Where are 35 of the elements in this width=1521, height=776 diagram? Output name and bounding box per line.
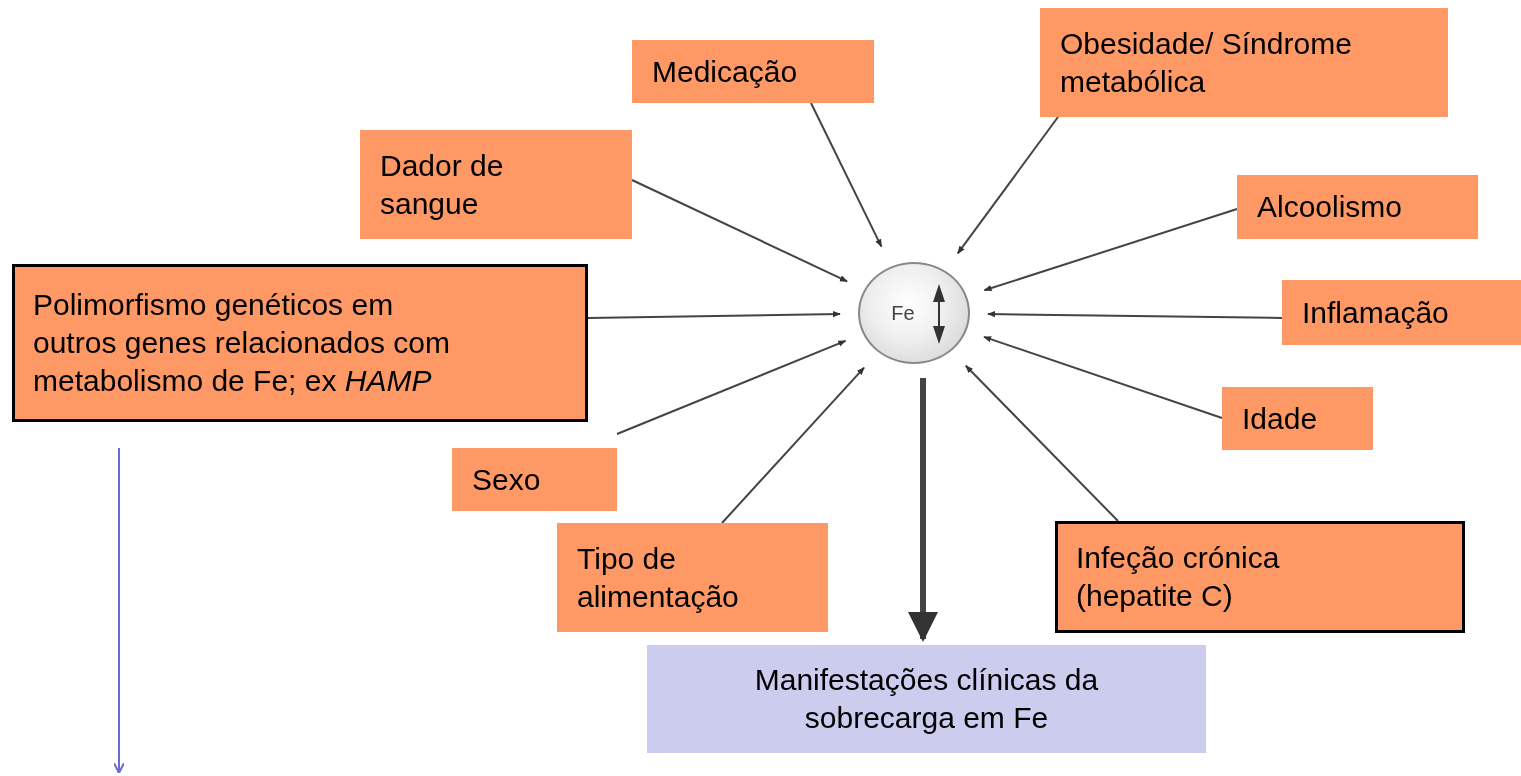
arrow	[983, 335, 1223, 419]
factor-box	[1282, 280, 1521, 345]
arrow	[616, 339, 847, 435]
factor-box	[360, 130, 632, 239]
arrow	[964, 364, 1119, 522]
box-label: Idade	[1242, 400, 1318, 437]
element-symbol: Fe	[891, 301, 915, 325]
arrow	[983, 208, 1238, 292]
arrow	[631, 179, 849, 283]
factor-box	[1237, 175, 1478, 239]
arrow	[956, 116, 1059, 255]
box-label: Obesidade/ Síndrome metabólica	[1060, 25, 1353, 100]
box-label: Sexo	[472, 461, 541, 498]
box-label: Medicação	[652, 53, 798, 90]
box-label: Tipo de alimentação	[577, 540, 740, 615]
box-label: Inflamação	[1302, 294, 1449, 331]
arrow	[113, 447, 125, 774]
box-label: Polimorfismo genéticos em outros genes relacionados com metabolismo de Fe; ex HAMP	[33, 287, 451, 399]
box-label: Dador de sangue	[380, 147, 505, 222]
arrow	[721, 366, 866, 524]
box-label: Infeção crónica (hepatite C)	[1076, 540, 1281, 614]
factor-box	[1055, 521, 1465, 633]
factor-box	[12, 264, 588, 422]
box-label: Alcoolismo	[1257, 189, 1403, 225]
factor-box	[557, 523, 828, 632]
arrow	[908, 378, 938, 642]
box-label: Manifestações clínicas da sobrecarga em Fe	[753, 662, 1100, 736]
factor-box	[632, 40, 874, 103]
arrow	[987, 310, 1283, 319]
arrow	[587, 311, 841, 319]
arrow	[810, 102, 883, 248]
factor-box	[1222, 387, 1373, 450]
factor-box	[1040, 8, 1448, 117]
outcome-box	[647, 645, 1206, 753]
factor-box	[452, 448, 617, 511]
